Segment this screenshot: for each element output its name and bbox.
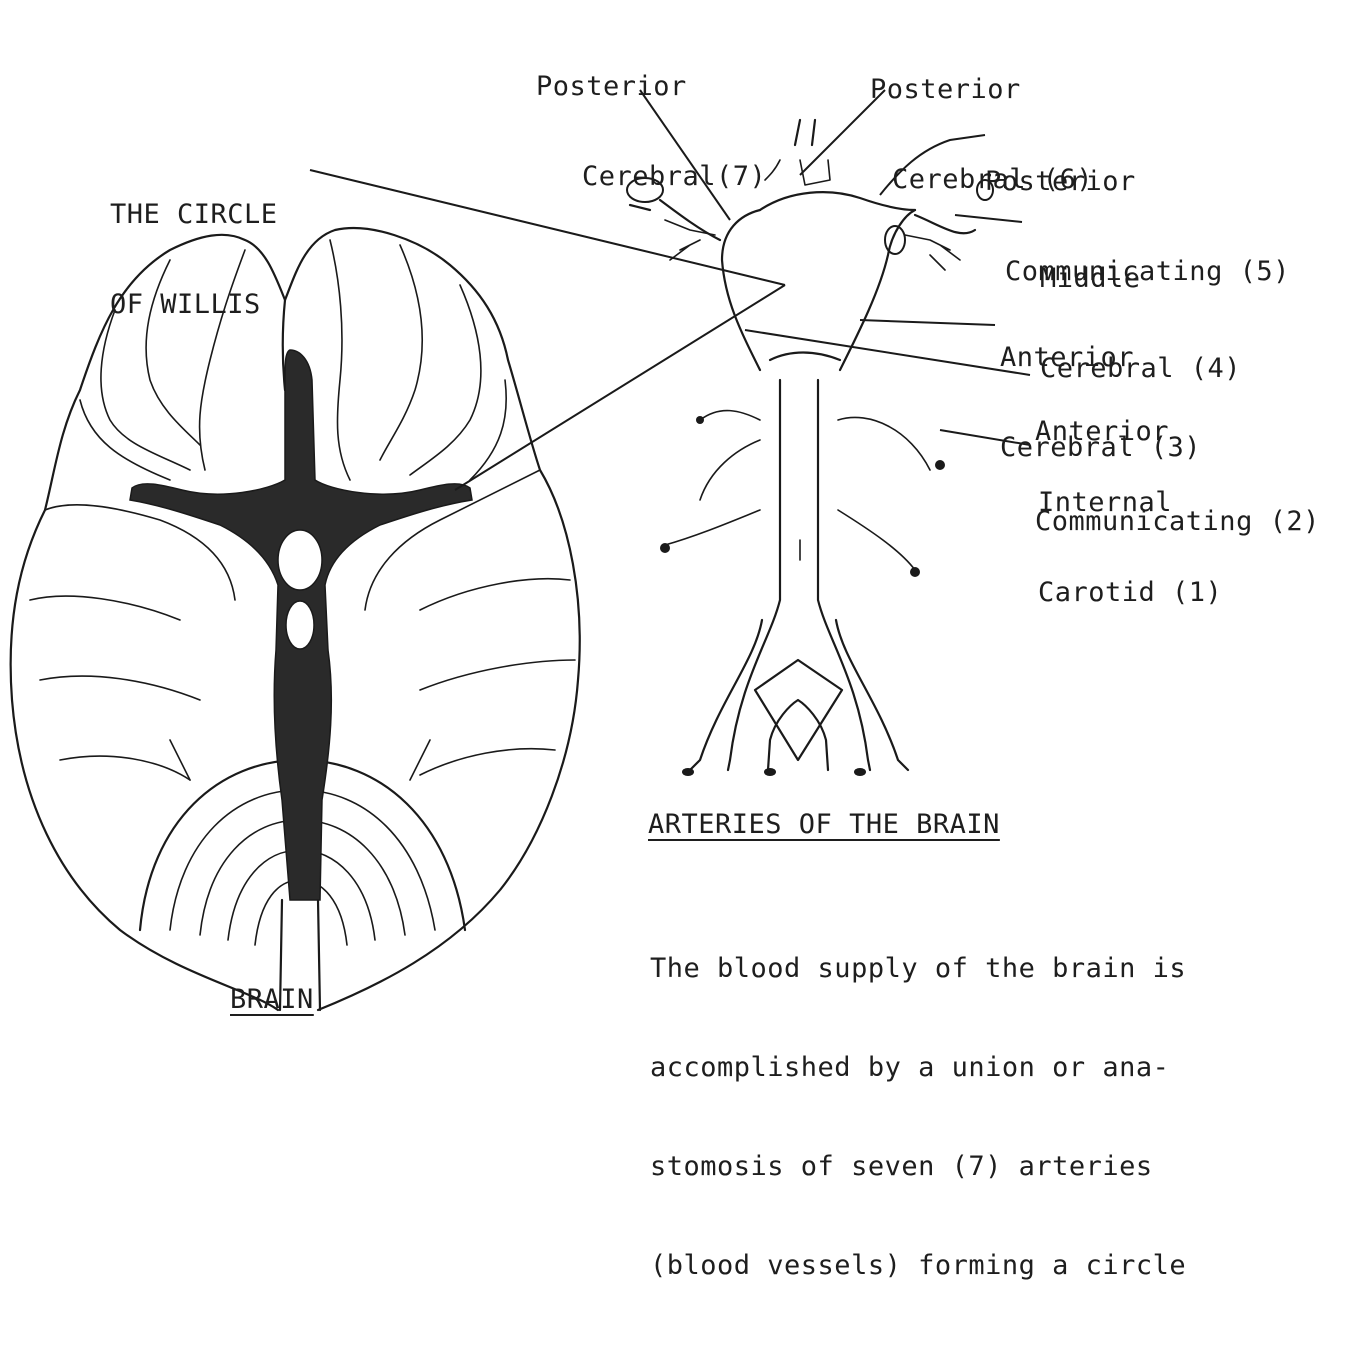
label-line: OF WILLIS bbox=[110, 290, 278, 320]
label-posterior-cerebral-7: Posterior Cerebral(7) bbox=[528, 12, 766, 252]
body-line: The blood supply of the brain is bbox=[650, 952, 1186, 985]
body-line: accomplished by a union or ana- bbox=[650, 1051, 1186, 1084]
body-line: stomosis of seven (7) arteries bbox=[650, 1150, 1186, 1183]
body-paragraph: The blood supply of the brain is accompl… bbox=[650, 886, 1186, 1348]
label-line: THE CIRCLE bbox=[110, 200, 278, 230]
label-line: Posterior bbox=[985, 167, 1290, 197]
label-circle-of-willis: THE CIRCLE OF WILLIS bbox=[110, 140, 278, 380]
diagram-page: Posterior Cerebral(7) Posterior Cerebral… bbox=[0, 0, 1362, 1017]
body-line: (blood vessels) forming a circle bbox=[650, 1249, 1186, 1282]
label-line: Internal bbox=[1038, 488, 1222, 518]
caption-brain: BRAIN bbox=[230, 985, 314, 1015]
label-line: Cerebral(7) bbox=[528, 162, 766, 192]
caption-arteries-of-the-brain: ARTERIES OF THE BRAIN bbox=[648, 810, 1000, 840]
brain-illustration bbox=[11, 228, 580, 1010]
label-line: Posterior bbox=[528, 72, 766, 102]
label-line: Carotid (1) bbox=[1038, 578, 1222, 608]
label-line: Posterior bbox=[870, 75, 1093, 105]
label-internal-carotid-1: Internal Carotid (1) bbox=[1038, 428, 1222, 668]
